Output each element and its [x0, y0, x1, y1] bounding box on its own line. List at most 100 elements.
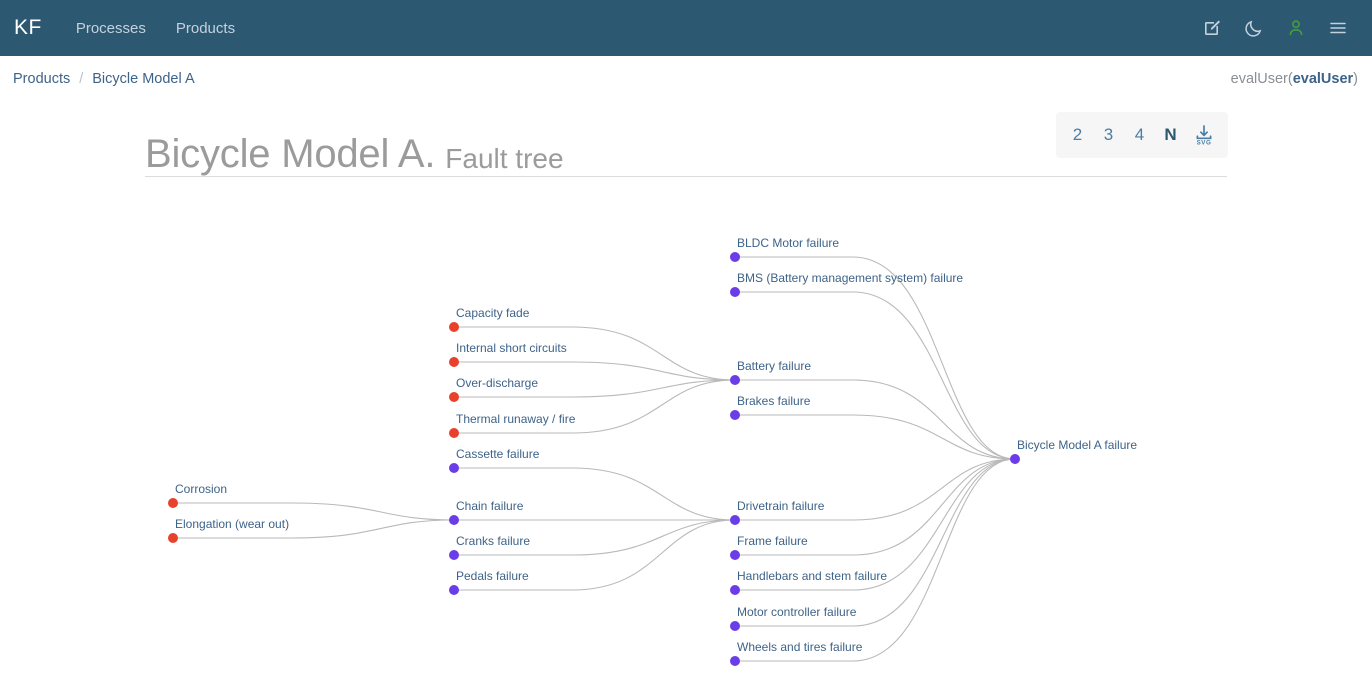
breadcrumb-separator: / [79, 71, 84, 87]
tree-edge [571, 519, 736, 556]
tree-node[interactable]: Thermal runaway / fire [449, 412, 576, 438]
tree-node-dot-leaf[interactable] [449, 322, 459, 332]
tree-nodes: Bicycle Model A failure BLDC Motor failur… [168, 236, 1137, 666]
tree-node[interactable]: Internal short circuits [449, 341, 572, 367]
tree-node-label: Frame failure [737, 534, 808, 548]
tree-node-label: Chain failure [456, 499, 524, 513]
view-mode-button-4[interactable]: 4 [1124, 118, 1155, 152]
tree-node-label: Elongation (wear out) [175, 517, 289, 531]
brand-logo[interactable]: KF [14, 16, 42, 39]
view-mode-button-n[interactable]: N [1155, 118, 1186, 152]
tree-node-dot-leaf[interactable] [449, 357, 459, 367]
svg-text:SVG: SVG [1197, 139, 1212, 146]
tree-node-dot-branch[interactable] [730, 287, 740, 297]
tree-node[interactable]: Bicycle Model A failure [1010, 438, 1137, 464]
tree-edges [290, 256, 1016, 662]
edit-icon[interactable] [1202, 18, 1222, 38]
tree-node-dot-branch[interactable] [449, 585, 459, 595]
tree-node[interactable]: Chain failure [449, 499, 572, 525]
tree-node[interactable]: Cassette failure [449, 447, 572, 473]
tree-node[interactable]: BLDC Motor failure [730, 236, 853, 262]
tree-node-dot-branch[interactable] [730, 410, 740, 420]
nav-link-products[interactable]: Products [175, 19, 236, 37]
user-display-name: evalUser [1230, 71, 1288, 87]
dark-mode-moon-icon[interactable] [1244, 18, 1264, 38]
user-paren-open: ( [1287, 71, 1293, 87]
tree-edge [852, 256, 1016, 460]
tree-node-dot-leaf[interactable] [168, 533, 178, 543]
tree-edge [571, 519, 736, 591]
tree-edge [852, 379, 1016, 460]
user-username-link[interactable]: evalUser [1292, 71, 1354, 87]
fault-tree-graph: Bicycle Model A failure BLDC Motor failur… [168, 236, 1137, 666]
tree-node-dot-branch[interactable] [730, 515, 740, 525]
tree-node-dot-branch[interactable] [1010, 454, 1020, 464]
tree-node-label: Battery failure [737, 359, 811, 373]
tree-node-label: Cranks failure [456, 534, 530, 548]
view-mode-button-3[interactable]: 3 [1093, 118, 1124, 152]
tree-node-label: Cassette failure [456, 447, 540, 461]
tree-node[interactable]: Frame failure [730, 534, 853, 560]
breadcrumb: Products / Bicycle Model A [13, 71, 195, 87]
tree-edge [852, 458, 1016, 662]
tree-edge [852, 291, 1016, 460]
tree-node[interactable]: Drivetrain failure [730, 499, 853, 525]
tree-node-dot-branch[interactable] [730, 621, 740, 631]
user-paren-close: ) [1353, 71, 1358, 87]
tree-node[interactable]: Capacity fade [449, 306, 572, 332]
tree-node-dot-leaf[interactable] [449, 392, 459, 402]
nav-link-processes[interactable]: Processes [75, 19, 146, 37]
tree-node-dot-branch[interactable] [449, 463, 459, 473]
tree-node[interactable]: Battery failure [730, 359, 853, 385]
tree-node-dot-branch[interactable] [730, 585, 740, 595]
breadcrumb-item-products[interactable]: Products [13, 71, 71, 87]
tree-node-label: Brakes failure [737, 394, 811, 408]
view-mode-toolbar: 2 3 4 N SVG [1056, 112, 1228, 158]
tree-node-label: Over-discharge [456, 376, 538, 390]
tree-edge [852, 458, 1016, 591]
tree-node-label: Internal short circuits [456, 341, 567, 355]
tree-node-label: BMS (Battery management system) failure [737, 271, 963, 285]
tree-edge [571, 326, 736, 381]
tree-node[interactable]: Brakes failure [730, 394, 853, 420]
tree-node-dot-branch[interactable] [730, 550, 740, 560]
breadcrumb-item-current: Bicycle Model A [92, 71, 195, 87]
view-mode-button-2[interactable]: 2 [1062, 118, 1093, 152]
download-svg-icon[interactable]: SVG [1186, 118, 1222, 152]
tree-node[interactable]: BMS (Battery management system) failure [730, 271, 963, 297]
tree-node[interactable]: Over-discharge [449, 376, 572, 402]
tree-edge [852, 414, 1016, 460]
fault-tree-canvas[interactable]: Bicycle Model A failure BLDC Motor failur… [0, 196, 1372, 691]
tree-edge [290, 502, 455, 521]
tree-node-dot-branch[interactable] [449, 550, 459, 560]
tree-node-label: Pedals failure [456, 569, 529, 583]
tree-node[interactable]: Pedals failure [449, 569, 572, 595]
tree-node[interactable]: Elongation (wear out) [168, 517, 291, 543]
page-subtitle: Fault tree [445, 142, 564, 174]
user-account-icon[interactable] [1286, 18, 1306, 38]
breadcrumb-bar: Products / Bicycle Model A evalUser(eval… [0, 56, 1372, 102]
tree-node-label: Bicycle Model A failure [1017, 438, 1137, 452]
navbar-actions [1202, 18, 1348, 38]
tree-edge [852, 458, 1016, 521]
tree-node-dot-leaf[interactable] [168, 498, 178, 508]
tree-node[interactable]: Handlebars and stem failure [730, 569, 887, 595]
tree-node-dot-branch[interactable] [730, 656, 740, 666]
tree-node-dot-branch[interactable] [730, 252, 740, 262]
tree-node-label: Capacity fade [456, 306, 530, 320]
tree-edge [571, 379, 736, 398]
tree-node[interactable]: Wheels and tires failure [730, 640, 863, 666]
tree-edge [571, 379, 736, 434]
tree-node-label: Motor controller failure [737, 605, 857, 619]
tree-node-dot-branch[interactable] [449, 515, 459, 525]
tree-edge [852, 458, 1016, 556]
tree-node[interactable]: Cranks failure [449, 534, 572, 560]
tree-edge [290, 519, 455, 539]
tree-node[interactable]: Motor controller failure [730, 605, 857, 631]
hamburger-menu-icon[interactable] [1328, 18, 1348, 38]
tree-node-label: Wheels and tires failure [737, 640, 863, 654]
tree-node-dot-branch[interactable] [730, 375, 740, 385]
page-title: Bicycle Model A. [145, 132, 436, 176]
tree-node-dot-leaf[interactable] [449, 428, 459, 438]
tree-node[interactable]: Corrosion [168, 482, 291, 508]
